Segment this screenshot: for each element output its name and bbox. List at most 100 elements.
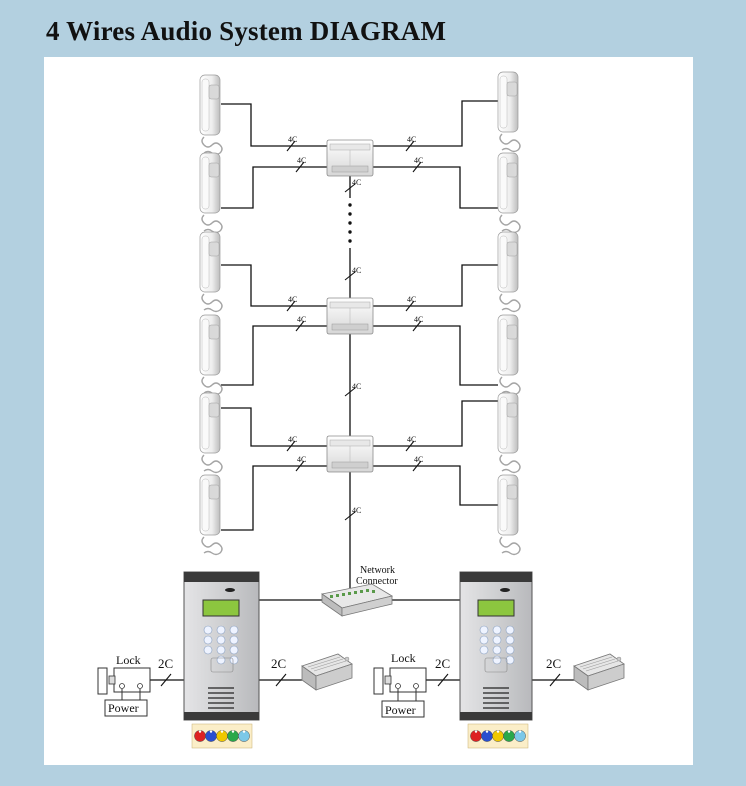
page-title: 4 Wires Audio System DIAGRAM — [46, 16, 447, 46]
rfid-tags-right — [467, 723, 529, 749]
network-connector — [321, 583, 394, 617]
keypad-button — [492, 655, 502, 665]
keypad-button — [216, 635, 226, 645]
rfid-tag — [469, 729, 483, 743]
wire-marker — [437, 673, 449, 687]
wire-segment — [373, 400, 498, 447]
wire-segment — [221, 264, 327, 307]
continuation-dots — [348, 203, 352, 243]
keypad-button — [229, 645, 239, 655]
wire-segment — [373, 100, 498, 147]
wire-marker — [295, 320, 305, 332]
keypad-button — [203, 645, 213, 655]
wire-markers — [160, 140, 561, 687]
interphone-handset — [199, 152, 223, 234]
electric-lock-left — [97, 667, 151, 695]
wires — [150, 100, 574, 681]
distributor-hub-1 — [326, 139, 374, 177]
wire-marker — [160, 673, 172, 687]
keypad-button — [203, 625, 213, 635]
wire-4c-label: 4C — [297, 315, 306, 324]
wire-4c-label: 4C — [352, 266, 361, 275]
interphone-handset — [497, 231, 521, 313]
keypad-button — [479, 645, 489, 655]
interphone-handset — [199, 474, 223, 556]
interphone-handset — [497, 71, 521, 153]
wire-marker — [412, 161, 422, 173]
wire-segment — [373, 166, 498, 209]
wire-2c-label: 2C — [158, 656, 173, 671]
wire-4c-label: 4C — [414, 156, 423, 165]
rfid-tag — [215, 729, 229, 743]
power-label-right: Power — [385, 703, 416, 717]
network-connector-label-2: Connector — [356, 576, 398, 587]
power-box-left — [104, 699, 148, 717]
keypad-button — [216, 655, 226, 665]
keypad-button — [492, 635, 502, 645]
wire-marker — [295, 460, 305, 472]
keypad-button — [216, 625, 226, 635]
wire-marker — [344, 271, 356, 281]
interphone-handset — [497, 152, 521, 234]
keypad-button — [505, 625, 515, 635]
wire-marker — [405, 140, 415, 152]
rfid-tags-left — [191, 723, 253, 749]
power-label-left: Power — [108, 701, 139, 715]
wire-marker — [344, 387, 356, 397]
wire-4c-label: 4C — [407, 295, 416, 304]
wire-4c-label: 4C — [352, 382, 361, 391]
rfid-tag — [491, 729, 505, 743]
electric-lock-right — [373, 667, 427, 695]
rfid-tag — [513, 729, 527, 743]
wire-4c-label: 4C — [352, 506, 361, 515]
wire-marker — [405, 440, 415, 452]
wire-4c-label: 4C — [407, 435, 416, 444]
wire-marker — [549, 673, 561, 687]
interphone-handset — [199, 314, 223, 396]
wire-marker — [344, 183, 356, 193]
rfid-tag — [502, 729, 516, 743]
wire-marker — [295, 161, 305, 173]
wire-4c-label: 4C — [288, 435, 297, 444]
distributor-hub-3 — [326, 435, 374, 473]
wire-4c-label: 4C — [414, 455, 423, 464]
interphone-handset — [199, 231, 223, 313]
lock-label-left: Lock — [116, 653, 141, 667]
wire-marker — [412, 460, 422, 472]
interphone-handset — [497, 474, 521, 556]
wire-marker — [286, 440, 296, 452]
rfid-tag — [204, 729, 218, 743]
handsets-left — [199, 74, 223, 556]
wire-2c-label: 2C — [546, 656, 561, 671]
keypad-button — [203, 635, 213, 645]
wire-segment — [221, 103, 327, 147]
network-connector-label-1: Network — [360, 565, 395, 576]
door-station-panel-left — [183, 571, 260, 721]
wire-marker — [344, 511, 356, 521]
keypad-button — [492, 625, 502, 635]
wire-2c-label: 2C — [435, 656, 450, 671]
wire-segment — [221, 407, 327, 447]
wire-4c-label: 4C — [297, 156, 306, 165]
power-supply-left — [301, 653, 353, 691]
interphone-handset — [497, 392, 521, 474]
wire-marker — [275, 673, 287, 687]
interphone-handset — [199, 74, 223, 156]
keypad-button — [505, 635, 515, 645]
wire-segment — [373, 465, 498, 506]
power-supply-right — [573, 653, 625, 691]
door-station-panel-right — [459, 571, 533, 721]
rfid-tag — [480, 729, 494, 743]
wire-4c-label: 4C — [288, 135, 297, 144]
wire-segment — [373, 325, 498, 386]
wire-4c-label: 4C — [414, 315, 423, 324]
lock-power-links — [121, 689, 417, 701]
interphone-handset — [199, 392, 223, 474]
keypad-button — [479, 635, 489, 645]
keypad-button — [216, 645, 226, 655]
wire-marker — [286, 140, 296, 152]
keypad-button — [505, 645, 515, 655]
rfid-tag — [193, 729, 207, 743]
